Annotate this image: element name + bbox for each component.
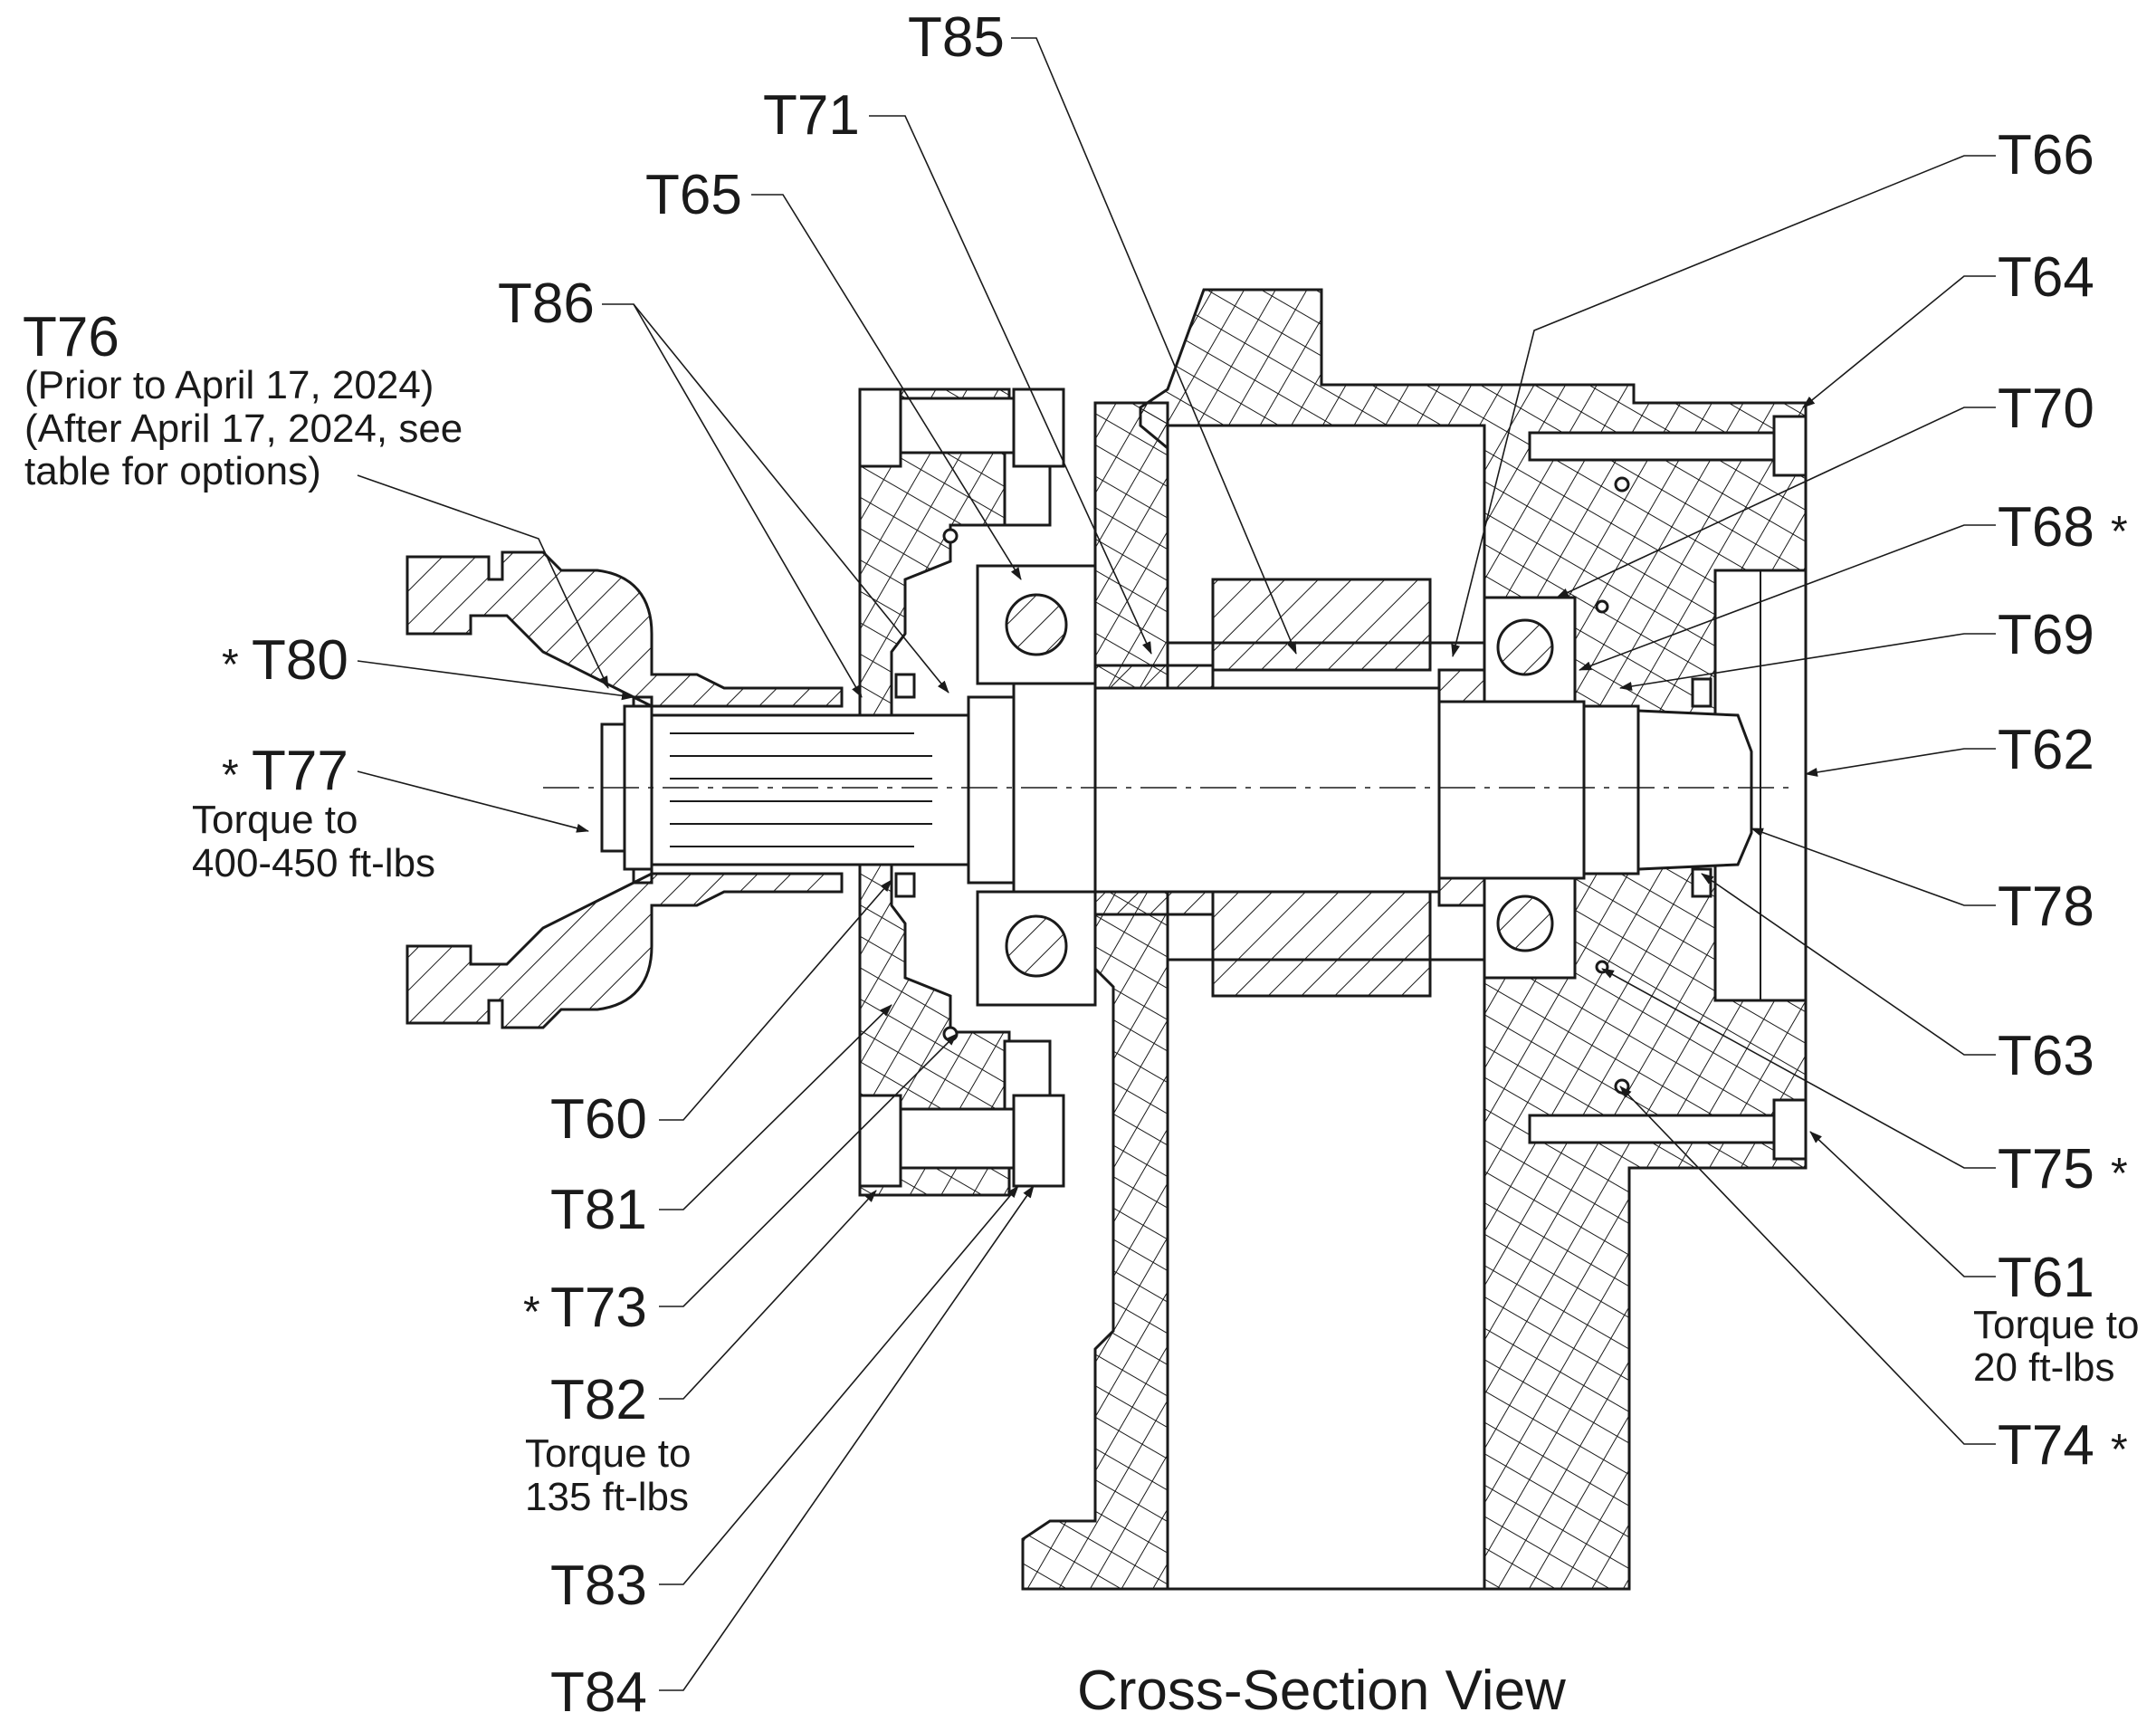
cap-bolt-top — [1528, 415, 1808, 477]
callout-t73: T73 — [550, 1277, 647, 1339]
callout-t80: T80 — [252, 629, 348, 692]
leader-lines — [357, 37, 1996, 1691]
diagram-caption: Cross-Section View — [1077, 1660, 1566, 1722]
callout-t62: T62 — [1998, 719, 2094, 781]
spacer-bottom — [1093, 890, 1215, 916]
callout-t76-note-3: table for options) — [24, 449, 321, 493]
callout-t75: T75 — [1998, 1138, 2094, 1201]
spacer-right-top — [1437, 668, 1486, 703]
callout-t86: T86 — [498, 273, 595, 335]
o-ring-2 — [942, 1026, 959, 1042]
callout-t76-note-2: (After April 17, 2024, see — [24, 407, 463, 451]
callout-labels: T85 T71 T65 T86 T76 (Prior to April 17, … — [23, 6, 2139, 1722]
callout-t75-star: * — [2111, 1150, 2128, 1198]
callout-t73-star: * — [523, 1288, 540, 1336]
callout-t66: T66 — [1998, 124, 2094, 187]
bearing-left-top — [976, 564, 1097, 685]
seal-right-top — [1691, 677, 1712, 708]
callout-t82-note-1: Torque to — [525, 1431, 691, 1476]
callout-t77-star: * — [222, 751, 239, 799]
gear-hub — [1211, 578, 1432, 998]
bearing-left-bottom — [976, 890, 1097, 1007]
callout-t60: T60 — [550, 1088, 647, 1151]
callout-t64: T64 — [1998, 246, 2094, 309]
callout-t76: T76 — [23, 306, 119, 368]
callout-t63: T63 — [1998, 1025, 2094, 1087]
callout-t77-note-1: Torque to — [192, 798, 358, 842]
callout-t82-note-2: 135 ft-lbs — [525, 1475, 689, 1519]
callout-t68-star: * — [2111, 508, 2128, 556]
callout-t85: T85 — [908, 6, 1005, 69]
callout-t77-note-2: 400-450 ft-lbs — [192, 841, 435, 885]
bearing-right-bottom — [1483, 876, 1577, 980]
seal-left-bottom — [894, 872, 916, 898]
spacer-top — [1093, 664, 1215, 690]
callout-t83: T83 — [550, 1555, 647, 1617]
seal-left-top — [894, 673, 916, 699]
callout-t77: T77 — [252, 740, 348, 802]
cap-bolt-bottom — [1528, 1098, 1808, 1161]
callout-t61-note-1: Torque to — [1973, 1303, 2139, 1347]
callout-t70: T70 — [1998, 378, 2094, 440]
o-ring-6 — [1595, 599, 1609, 614]
callout-t84: T84 — [550, 1661, 647, 1722]
callout-t65: T65 — [645, 164, 742, 226]
o-ring-5 — [1614, 1078, 1630, 1095]
callout-t80-star: * — [222, 641, 239, 689]
callout-t71: T71 — [763, 84, 860, 147]
callout-t61: T61 — [1998, 1247, 2094, 1309]
o-ring-3 — [1614, 476, 1630, 493]
callout-t74: T74 — [1998, 1414, 2094, 1477]
seal-right-bottom — [1691, 867, 1712, 898]
callout-t76-note-1: (Prior to April 17, 2024) — [24, 363, 434, 407]
callout-t81: T81 — [550, 1179, 647, 1241]
callout-t69: T69 — [1998, 604, 2094, 666]
output-shaft — [600, 682, 1753, 898]
o-ring-1 — [942, 528, 959, 544]
callout-t78: T78 — [1998, 875, 2094, 938]
flange-bolt-top — [858, 387, 1065, 468]
callout-t61-note-2: 20 ft-lbs — [1973, 1345, 2115, 1390]
bearing-right-top — [1483, 596, 1577, 703]
spacer-right-bottom — [1437, 876, 1486, 907]
flange-bolt-bottom — [858, 1094, 1065, 1188]
callout-t74-star: * — [2111, 1426, 2128, 1474]
callout-t82: T82 — [550, 1369, 647, 1431]
callout-t68: T68 — [1998, 496, 2094, 559]
